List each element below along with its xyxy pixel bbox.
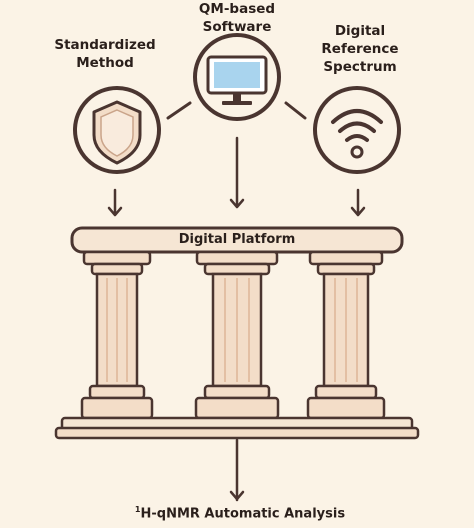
standardized-method-label: Standardized Method — [54, 37, 156, 71]
signal-icon-circle — [313, 86, 401, 174]
base-step-bottom — [54, 426, 420, 440]
signal-icon — [331, 109, 383, 159]
connector-right — [284, 101, 307, 120]
output-label: 1H-qNMR Automatic Analysis — [100, 505, 380, 521]
monitor-icon — [206, 55, 268, 105]
monitor-icon-circle — [193, 33, 281, 121]
connector-left — [166, 101, 192, 120]
platform-label: Digital Platform — [178, 232, 296, 247]
output-superscript: 1 — [134, 505, 141, 514]
digital-reference-spectrum-label: Digital Reference Spectrum — [321, 23, 399, 75]
output-text: H-qNMR Automatic Analysis — [140, 506, 346, 522]
qm-software-label: QM-based Software — [198, 1, 276, 35]
pillars — [80, 250, 386, 420]
shield-icon-circle — [73, 86, 161, 174]
